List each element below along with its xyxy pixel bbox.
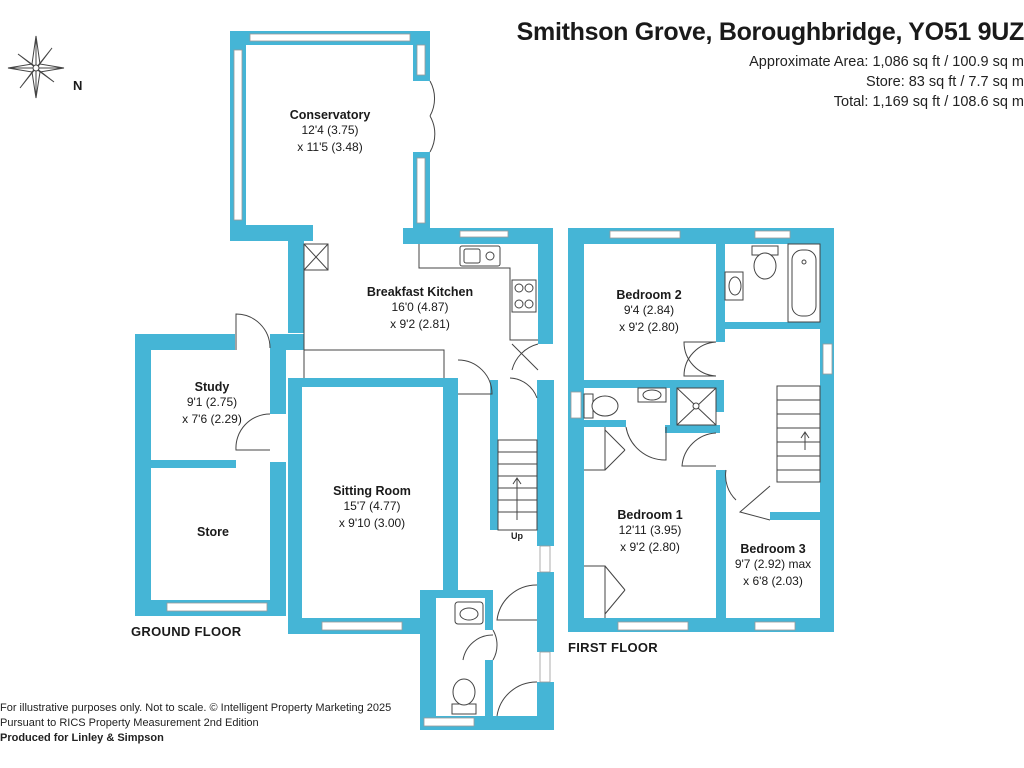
sink-icon — [637, 387, 667, 403]
room-name: Study — [194, 380, 230, 394]
property-address: Smithson Grove, Boroughbridge, YO51 9UZ — [516, 18, 1024, 46]
room-name: Sitting Room — [333, 484, 411, 498]
compass-north-label: N — [73, 78, 83, 93]
room-store: Store — [197, 525, 229, 539]
sink-icon — [724, 271, 744, 301]
room-bedroom-3: Bedroom 3 9'7 (2.92) max x 6'8 (2.03) — [735, 542, 811, 590]
total-area: Total: 1,169 sq ft / 108.6 sq m — [833, 94, 1024, 110]
rics-text: Pursuant to RICS Property Measurement 2n… — [0, 717, 259, 729]
room-name: Store — [197, 525, 229, 539]
room-dimension: 16'0 (4.87) — [391, 300, 449, 314]
stairs-icon — [497, 439, 538, 531]
room-bedroom-1: Bedroom 1 12'11 (3.95) x 9'2 (2.80) — [617, 508, 682, 556]
ground-floor-windows — [166, 33, 551, 727]
first-floor-fixtures — [583, 243, 821, 618]
stairs-up-label: Up — [511, 531, 523, 541]
room-dimension: 15'7 (4.77) — [343, 499, 401, 513]
room-dimension: x 9'2 (2.80) — [619, 320, 679, 334]
room-dimension: x 9'10 (3.00) — [338, 516, 406, 530]
room-breakfast-kitchen: Breakfast Kitchen 16'0 (4.87) x 9'2 (2.8… — [367, 285, 473, 333]
toilet-icon — [751, 245, 779, 280]
room-dimension: 9'4 (2.84) — [623, 303, 675, 317]
ground-floor-doors — [235, 80, 539, 717]
room-dimension: x 9'2 (2.80) — [620, 540, 680, 554]
room-sitting-room: Sitting Room 15'7 (4.77) x 9'10 (3.00) — [333, 484, 411, 532]
room-dimension: 9'1 (2.75) — [186, 395, 238, 409]
toilet-icon — [451, 678, 477, 715]
ground-floor-fixtures — [303, 243, 538, 715]
room-dimension: 9'7 (2.92) max — [734, 557, 812, 571]
first-floor-doors — [604, 341, 771, 615]
produced-by-text: Produced for Linley & Simpson — [0, 732, 164, 744]
room-study: Study 9'1 (2.75) x 7'6 (2.29) — [182, 380, 242, 428]
room-dimension: x 7'6 (2.29) — [182, 412, 242, 426]
approximate-area: Approximate Area: 1,086 sq ft / 100.9 sq… — [749, 54, 1024, 70]
room-dimension: x 6'8 (2.03) — [743, 574, 803, 588]
room-name: Bedroom 2 — [616, 288, 682, 302]
room-name: Bedroom 3 — [740, 542, 806, 556]
first-floor-windows — [570, 230, 833, 631]
hob-icon — [511, 279, 537, 313]
room-name: Bedroom 1 — [617, 508, 683, 522]
room-name: Conservatory — [289, 108, 371, 122]
room-bedroom-2: Bedroom 2 9'4 (2.84) x 9'2 (2.80) — [616, 288, 681, 336]
room-conservatory: Conservatory 12'4 (3.75) x 11'5 (3.48) — [290, 108, 371, 156]
ground-floor-label: GROUND FLOOR — [131, 624, 242, 639]
room-dimension: x 11'5 (3.48) — [297, 140, 363, 154]
bath-icon — [787, 243, 821, 323]
toilet-icon — [583, 393, 619, 419]
sink-icon — [459, 245, 501, 267]
first-floor-label: FIRST FLOOR — [568, 640, 658, 655]
room-dimension: 12'4 (3.75) — [301, 123, 359, 137]
room-dimension: x 9'2 (2.81) — [390, 317, 450, 331]
stairs-icon — [776, 385, 821, 483]
room-dimension: 12'11 (3.95) — [618, 523, 682, 537]
sink-icon — [454, 601, 484, 625]
disclaimer-text: For illustrative purposes only. Not to s… — [0, 702, 392, 714]
room-name: Breakfast Kitchen — [366, 285, 474, 299]
compass-star-icon — [7, 35, 65, 99]
store-area: Store: 83 sq ft / 7.7 sq m — [866, 74, 1024, 90]
shower-icon — [676, 387, 717, 426]
